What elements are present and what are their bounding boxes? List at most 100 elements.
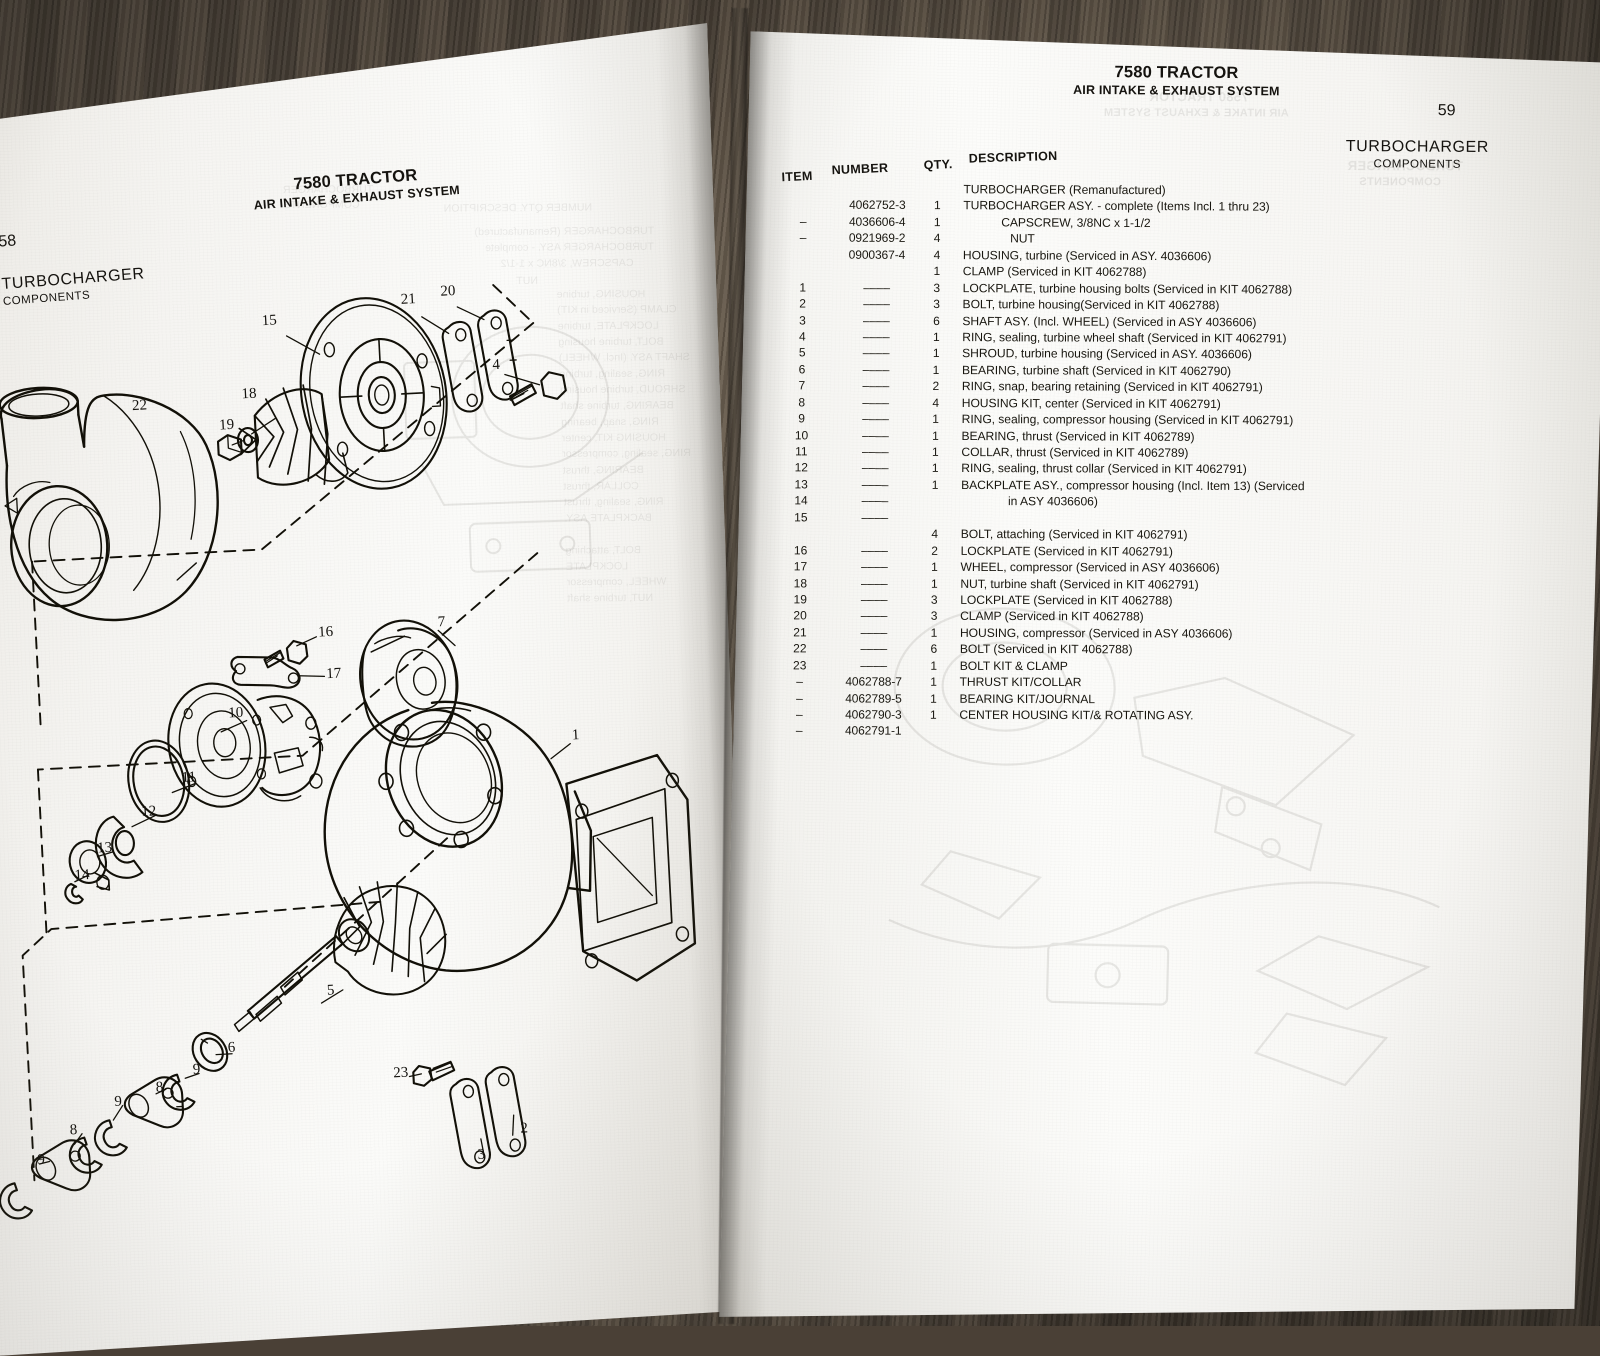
cell-description: NUT, turbine shaft (Serviced in KIT 4062… [960,576,1198,591]
cell-description: WHEEL, compressor (Serviced in ASY 40366… [960,560,1219,575]
cell-number: –––– [828,346,924,360]
table-row: –4062791-1 [759,724,1569,742]
cell-description: CLAMP (Serviced in KIT 4062788) [960,609,1144,624]
cell-description: THRUST KIT/COLLAR [960,675,1082,689]
cell-item: – [777,691,821,705]
column-header-qty: QTY. [923,157,953,172]
cell-number: –––– [829,297,925,311]
cell-description: RING, sealing, thrust collar (Serviced i… [961,461,1247,476]
cell-qty: 3 [923,593,945,607]
callout-5: 5 [326,982,334,999]
cell-number: –––– [826,560,922,574]
show-through-text: NUMBER QTY. DESCRIPTION [444,202,593,215]
cell-qty: 1 [926,198,948,212]
cell-number: –––– [826,609,922,623]
cell-qty: 1 [924,478,946,492]
cell-number: –––– [829,280,925,294]
cell-number: –––– [827,445,923,459]
cell-description: TURBOCHARGER ASY. - complete (Items Incl… [963,199,1269,214]
cell-number: –––– [828,379,924,393]
cell-item: 6 [780,362,824,376]
table-row: 17 ––––1 WHEEL, compressor (Serviced in AS… [760,559,1570,578]
cell-description: BOLT KIT & CLAMP [960,659,1068,673]
cell-qty: 1 [923,576,945,590]
callout-18: 18 [241,386,257,404]
cell-qty: 4 [926,248,948,262]
cell-qty: 1 [923,675,945,689]
right-page-number: 59 [1438,102,1456,120]
cell-number: 4062752-3 [829,198,925,212]
cell-qty: 1 [922,691,944,705]
cell-number: 4062788-7 [826,675,922,689]
cell-item: 2 [781,296,825,310]
cell-qty: 1 [924,445,946,459]
diagram-svg [0,265,737,1242]
cell-qty: 3 [923,609,945,623]
cell-qty: 4 [926,231,948,245]
callout-13: 13 [97,840,113,858]
cell-item: 23 [778,658,822,672]
cell-number: –––– [826,576,922,590]
callout-15: 15 [261,312,277,330]
cell-description: HOUSING KIT, center (Serviced in KIT 406… [962,396,1221,411]
show-through-text: TURBOCHARGER (Remanufactured) [474,225,654,238]
cell-qty: 3 [926,297,948,311]
cell-description: RING, sealing, turbine wheel shaft (Serv… [962,330,1286,345]
cell-description: BOLT, attaching (Serviced in KIT 4062791… [961,527,1188,542]
cell-item: 9 [780,411,824,425]
cell-number: –––– [827,494,923,508]
callout-10: 10 [228,705,244,723]
callout-16: 16 [318,624,334,642]
cell-description: TURBOCHARGER (Remanufactured) [963,182,1165,197]
cell-qty: 1 [923,626,945,640]
callout-4: 4 [492,357,500,374]
cell-qty: 4 [924,527,946,541]
cell-description: RING, sealing, compressor housing (Servi… [962,412,1294,427]
cell-item: – [778,674,822,688]
cell-item: 7 [780,379,824,393]
callout-6: 6 [227,1040,235,1057]
cell-number: –––– [826,625,922,639]
cell-description: BOLT, turbine housing(Serviced in KIT 40… [963,297,1220,312]
callout-1: 1 [571,727,579,744]
cell-number: –––– [828,412,924,426]
cell-number: –––– [827,510,923,524]
cell-qty: 1 [925,346,947,360]
cell-description: LOCKPLATE (Serviced in KIT 4062788) [960,593,1172,608]
cell-number: –––– [828,329,924,343]
cell-item: 17 [778,559,822,573]
cell-description: RING, snap, bearing retaining (Serviced … [962,379,1263,394]
callout-9: 9 [192,1061,200,1078]
cell-qty: 1 [923,560,945,574]
cell-description: BACKPLATE ASY., compressor housing (Incl… [961,478,1304,493]
cell-qty: 1 [925,330,947,344]
cell-qty: 1 [926,215,948,229]
cell-number: –––– [827,461,923,475]
column-header-description: DESCRIPTION [969,149,1058,166]
callout-7: 7 [437,614,445,631]
cell-number: 0921969-2 [829,231,925,245]
cell-item: 13 [779,477,823,491]
cell-item: – [781,231,825,245]
cell-number: –––– [828,362,924,376]
cell-number: –––– [828,428,924,442]
cell-qty: 2 [924,543,946,557]
open-parts-manual: TURBOCHARGER COMPONENTS NUMBER QTY. DESC… [0,0,1600,1326]
cell-qty: 1 [923,658,945,672]
show-through-text: AIR INTAKE & EXHAUST SYSTEM [1104,107,1289,120]
right-header-title: 7580 TRACTOR [1011,62,1341,83]
cell-number: –––– [826,592,922,606]
cell-description: LOCKPLATE (Serviced in KIT 4062791) [961,544,1173,559]
cell-item: – [777,724,821,738]
cell-item: – [777,707,821,721]
cell-description: SHAFT ASY. (Incl. WHEEL) (Serviced in AS… [962,314,1256,329]
callout-20: 20 [440,283,456,301]
cell-description: in ASY 4036606) [1008,494,1098,508]
cell-number: 4062789-5 [825,691,921,705]
cell-description: BEARING KIT/JOURNAL [959,691,1095,705]
cell-item: 15 [779,510,823,524]
cell-item: 11 [779,444,823,458]
